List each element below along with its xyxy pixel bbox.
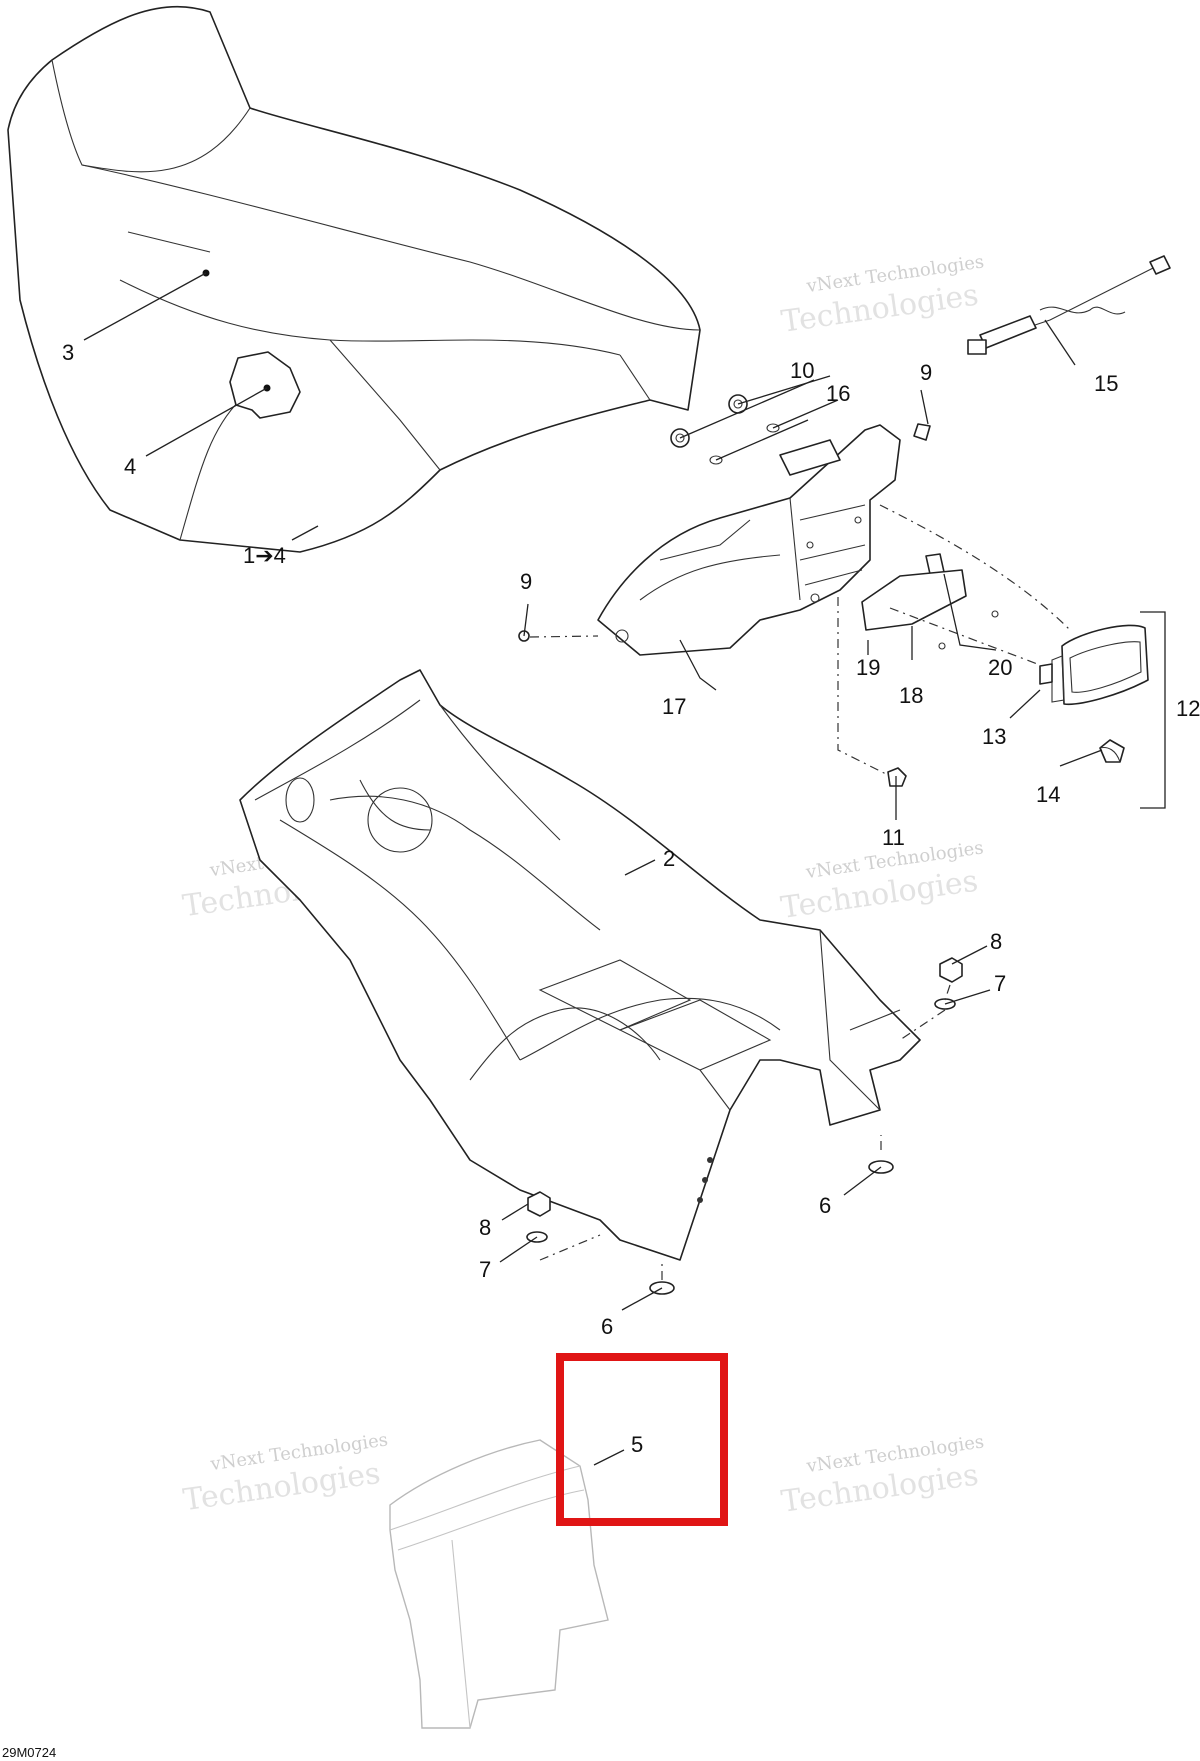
- watermark-mid-right: vNext Technologies Technologies: [779, 837, 985, 925]
- taillight-housing-drawing: [597, 424, 901, 656]
- callout-3: 3: [62, 340, 74, 365]
- callout-12: 12: [1176, 696, 1200, 721]
- callout-6-right: 6: [819, 1193, 831, 1218]
- drawing-code: 29M0724: [2, 1745, 56, 1760]
- callout-17: 17: [662, 694, 686, 719]
- watermark-bottom-right: vNext Technologies Technologies: [779, 1431, 985, 1519]
- highlight-box: [556, 1353, 728, 1526]
- seat-drawing: [7, 5, 701, 553]
- wiring-harness-drawing: [967, 255, 1171, 355]
- watermark-top-right: vNext Technologies Technologies: [779, 251, 985, 339]
- callout-13: 13: [982, 724, 1006, 749]
- callout-9-top: 9: [920, 360, 932, 385]
- callout-4: 4: [124, 454, 136, 479]
- seat-base-drawing: [239, 669, 921, 1261]
- callout-16: 16: [826, 381, 850, 406]
- callout-15: 15: [1094, 371, 1118, 396]
- callout-10: 10: [790, 358, 814, 383]
- callout-7-left: 7: [479, 1257, 491, 1282]
- callout-6-left: 6: [601, 1314, 613, 1339]
- taillight-drawing: [1039, 624, 1149, 763]
- part-5-ghost-drawing: [389, 1439, 609, 1729]
- callout-9-left: 9: [520, 569, 532, 594]
- callout-1-4: 1➔4: [243, 543, 286, 568]
- callout-18: 18: [899, 683, 923, 708]
- callout-19: 19: [856, 655, 880, 680]
- watermark-bottom-left: vNext Technologies Technologies: [181, 1429, 389, 1518]
- callout-11: 11: [882, 825, 905, 850]
- leader-lines: [83, 272, 1166, 1466]
- hardware-base: [526, 957, 963, 1295]
- callout-2: 2: [663, 846, 675, 871]
- callout-8-right: 8: [990, 929, 1002, 954]
- callout-14: 14: [1036, 782, 1060, 807]
- assembly-lines: [529, 504, 1071, 1280]
- callout-7-right: 7: [994, 971, 1006, 996]
- callout-5: 5: [631, 1432, 643, 1457]
- callout-20: 20: [988, 655, 1012, 680]
- callout-8-left: 8: [479, 1215, 491, 1240]
